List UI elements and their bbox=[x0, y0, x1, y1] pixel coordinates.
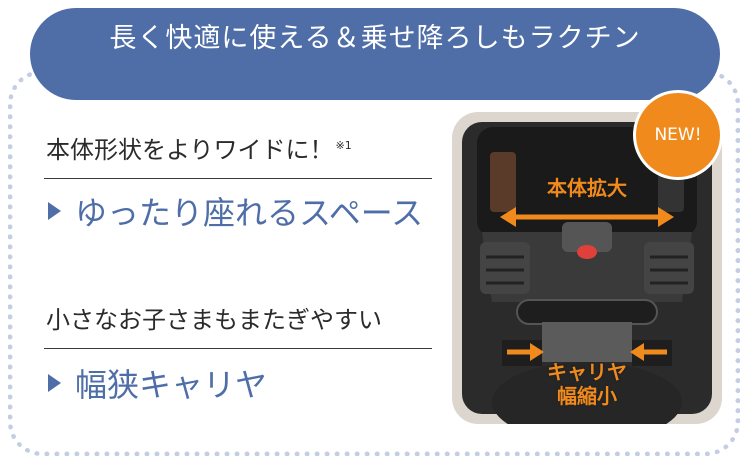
section1-divider bbox=[44, 178, 432, 179]
inward-arrow-icon bbox=[507, 343, 667, 361]
triangle-bullet-icon bbox=[48, 374, 61, 392]
section1-feature-text: ゆったり座れるスペース bbox=[75, 194, 424, 232]
child-seat-illustration bbox=[462, 122, 712, 424]
section2-note-text: 小さなお子さまもまたぎやすい bbox=[46, 306, 382, 334]
section1-note-text: 本体形状をよりワイドに！ bbox=[46, 136, 334, 164]
section2-divider bbox=[44, 348, 432, 349]
title-banner: 長く快適に使える＆乗せ降ろしもラクチン bbox=[30, 8, 720, 100]
section1-note: 本体形状をよりワイドに！※1 bbox=[46, 130, 352, 165]
new-badge-text: NEW! bbox=[654, 125, 702, 145]
section1-feature: ゆったり座れるスペース bbox=[48, 188, 423, 234]
footnote-mark: ※1 bbox=[335, 139, 352, 152]
label-carrier-narrowed: キャリヤ 幅縮小 bbox=[532, 360, 642, 408]
banner-title: 長く快適に使える＆乗せ降ろしもラクチン bbox=[109, 23, 641, 54]
section2-feature: 幅狭キャリヤ bbox=[48, 360, 267, 406]
label-body-expanded: 本体拡大 bbox=[547, 176, 627, 200]
label-carrier-line1: キャリヤ bbox=[547, 360, 627, 384]
label-carrier-line2: 幅縮小 bbox=[557, 384, 617, 408]
section2-feature-text: 幅狭キャリヤ bbox=[75, 366, 268, 404]
new-badge: NEW! bbox=[636, 93, 720, 177]
product-photo: 本体拡大 キャリヤ 幅縮小 bbox=[452, 112, 722, 424]
double-arrow-icon bbox=[500, 207, 674, 227]
triangle-bullet-icon bbox=[48, 202, 61, 220]
section2-note: 小さなお子さまもまたぎやすい bbox=[46, 300, 382, 335]
